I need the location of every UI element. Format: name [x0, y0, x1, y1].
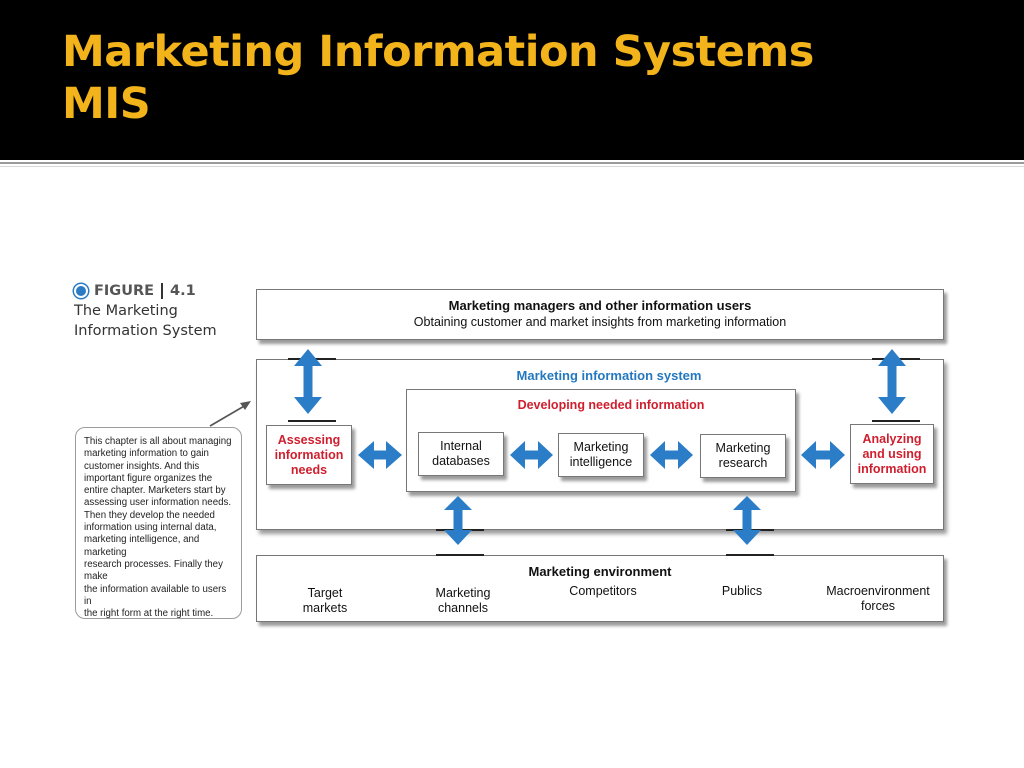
connector-tick: [436, 554, 484, 556]
connector-tick: [726, 554, 774, 556]
users-subtitle: Obtaining customer and market insights f…: [413, 315, 787, 329]
environment-item-line: channels: [437, 601, 489, 615]
environment-title: Marketing environment: [528, 564, 672, 579]
note-line: the information available to users in: [84, 583, 227, 607]
marketing-intelligence-box: Marketing intelligence: [558, 433, 644, 477]
environment-item-line: forces: [860, 599, 896, 613]
connector-tick: [288, 420, 336, 422]
environment-item-target-markets: Target markets: [303, 586, 347, 616]
header-divider-thin: [0, 166, 1024, 167]
marketing-research-box: Marketing research: [700, 434, 786, 478]
figure-separator: [161, 283, 164, 299]
note-line: information using internal data,: [84, 522, 217, 534]
assessing-needs-box: Assessing information needs: [266, 425, 352, 485]
assessing-line1: Assessing: [277, 432, 341, 447]
environment-item-line: markets: [302, 601, 348, 615]
marketing-environment-box: [256, 555, 944, 622]
intelligence-line2: intelligence: [569, 455, 633, 469]
analyzing-line2: and using: [862, 446, 922, 461]
note-line: marketing intelligence, and marketing: [84, 534, 200, 558]
environment-item-marketing-channels: Marketing channels: [436, 586, 491, 616]
slide-title: Marketing Information Systems MIS: [62, 26, 814, 130]
environment-item-publics: Publics: [722, 584, 762, 599]
assessing-line2: information: [274, 447, 344, 462]
assessing-line3: needs: [290, 462, 328, 477]
environment-item-competitors: Competitors: [569, 584, 636, 599]
double-arrow-vertical-icon: [733, 496, 761, 545]
double-arrow-horizontal-icon: [510, 441, 553, 469]
note-line: customer insights. And this: [84, 460, 200, 472]
double-arrow-horizontal-icon: [801, 441, 845, 469]
figure-number: 4.1: [170, 283, 196, 299]
note-line: the right form at the right time.: [84, 608, 214, 620]
double-arrow-horizontal-icon: [650, 441, 693, 469]
figure-caption-line2: Information System: [74, 323, 217, 339]
environment-item-line: Target: [307, 586, 343, 600]
note-line: entire chapter. Marketers start by: [84, 485, 226, 497]
developing-title: Developing needed information: [517, 398, 705, 412]
analyzing-line1: Analyzing: [862, 431, 922, 446]
note-line: important figure organizes the: [84, 472, 213, 484]
slide-header: Marketing Information Systems MIS: [0, 0, 1024, 160]
analyzing-line3: information: [857, 461, 927, 476]
header-divider: [0, 162, 1024, 164]
environment-item-line: Marketing: [435, 586, 491, 600]
note-line: marketing information to gain: [84, 448, 209, 460]
information-users-box: Marketing managers and other information…: [256, 289, 944, 340]
environment-item-line: Publics: [721, 584, 763, 598]
figure-caption-line1: The Marketing: [74, 303, 178, 319]
figure-label: FIGURE 4.1 The Marketing Information Sys…: [74, 281, 217, 341]
environment-item-line: Macroenvironment: [826, 584, 930, 598]
pointer-line: [209, 404, 247, 427]
analyzing-info-box: Analyzing and using information: [850, 424, 934, 484]
figure-word: FIGURE: [94, 283, 155, 299]
note-line: Then they develop the needed: [84, 509, 215, 521]
internal-line2: databases: [432, 454, 490, 468]
intelligence-line1: Marketing: [573, 440, 629, 454]
note-line: This chapter is all about managing: [84, 436, 232, 447]
slide-title-line1: Marketing Information Systems: [62, 27, 814, 77]
research-line2: research: [718, 456, 768, 470]
environment-item-line: Competitors: [569, 584, 637, 598]
internal-line1: Internal: [440, 439, 482, 453]
note-line: research processes. Finally they make: [84, 558, 223, 583]
internal-databases-box: Internal databases: [418, 432, 504, 476]
double-arrow-vertical-icon: [294, 349, 322, 414]
connector-tick: [872, 420, 920, 422]
vertical-arrows: [294, 349, 906, 545]
environment-item-macroenvironment: Macroenvironment forces: [826, 584, 930, 614]
pointer-arrowhead-icon: [240, 401, 251, 410]
double-arrow-horizontal-icon: [358, 441, 402, 469]
note-line: assessing user information needs.: [84, 497, 232, 509]
research-line1: Marketing: [715, 441, 771, 455]
figure-note: This chapter is all about managing marke…: [75, 427, 242, 619]
slide-title-line2: MIS: [62, 79, 151, 129]
horizontal-arrows: [358, 441, 845, 469]
double-arrow-vertical-icon: [444, 496, 472, 545]
users-title: Marketing managers and other information…: [448, 298, 752, 313]
figure-bullet-icon: [74, 284, 88, 298]
mis-title: Marketing information system: [516, 368, 702, 383]
double-arrow-vertical-icon: [878, 349, 906, 414]
